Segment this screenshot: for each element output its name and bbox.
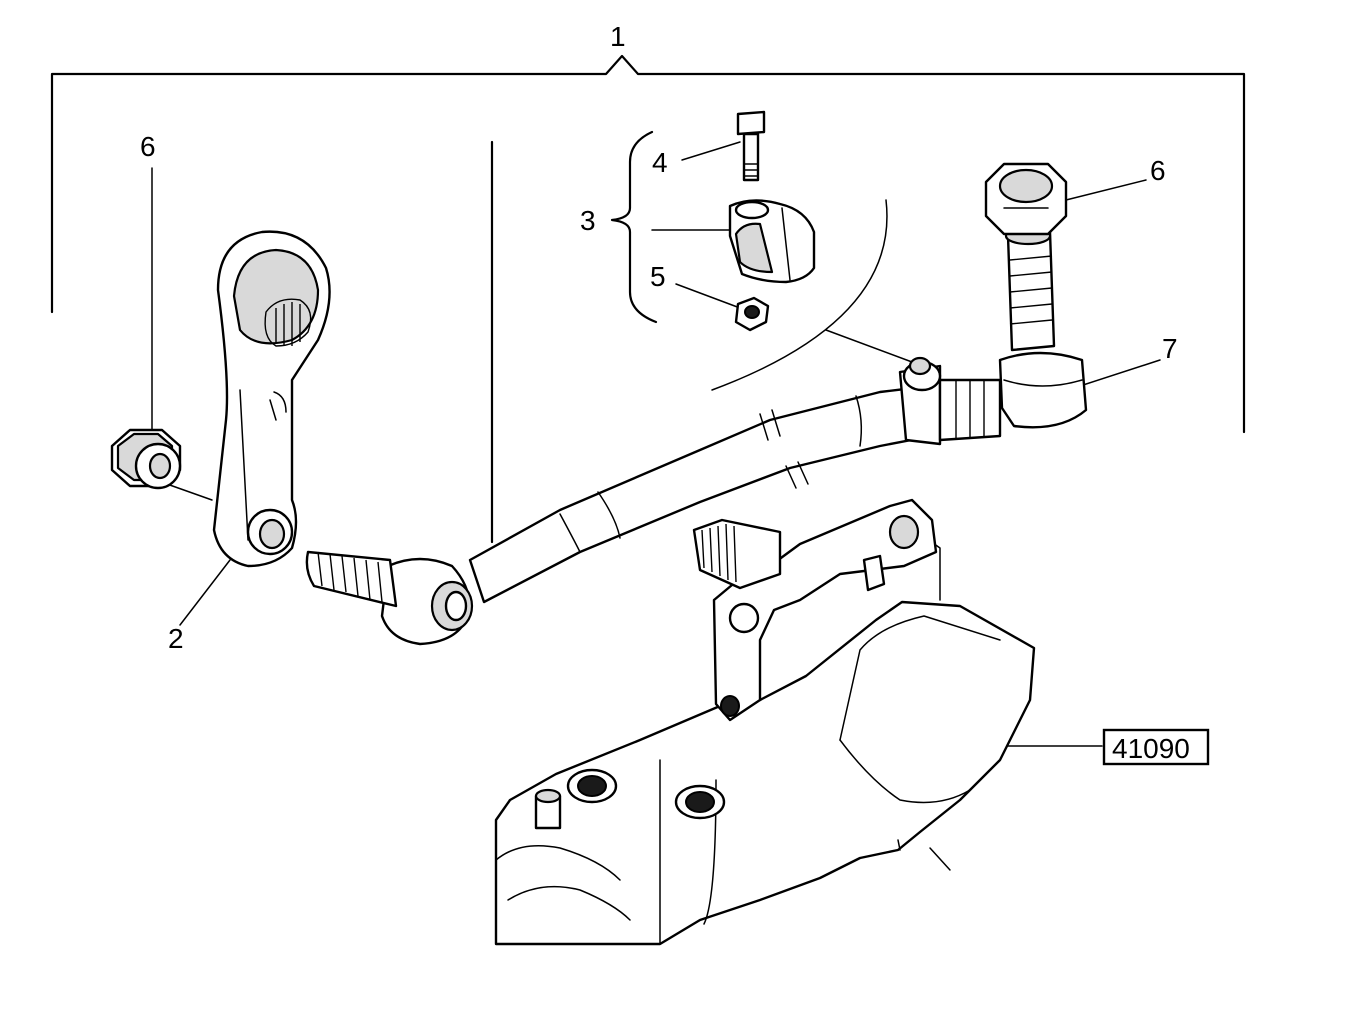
callout-pitman-arm: 2 bbox=[168, 623, 184, 654]
detail-arc bbox=[711, 199, 888, 391]
callout-assembly: 1 bbox=[610, 21, 626, 52]
pitman-arm bbox=[212, 230, 331, 568]
bolt bbox=[736, 110, 766, 182]
callout-clamp-group: 3 bbox=[580, 205, 596, 236]
steering-gear-box bbox=[494, 498, 1036, 946]
callout-nut-right: 6 bbox=[1150, 155, 1166, 186]
callouts: 1 6 4 3 5 6 7 2 bbox=[140, 21, 1178, 654]
leader-lines bbox=[149, 141, 1161, 747]
clamp-group-brace bbox=[610, 130, 658, 324]
ball-stud-right bbox=[1004, 226, 1056, 352]
callout-bolt: 4 bbox=[652, 147, 668, 178]
reference-box: 41090 bbox=[1102, 728, 1210, 766]
callout-nut-left: 6 bbox=[140, 131, 156, 162]
nut-small bbox=[734, 296, 770, 332]
hex-nut-left bbox=[110, 428, 182, 490]
drag-link-rod bbox=[305, 351, 1088, 646]
assembly-bracket bbox=[50, 54, 1246, 434]
callout-ball-joint: 7 bbox=[1162, 333, 1178, 364]
reference-box-label: 41090 bbox=[1112, 733, 1190, 764]
callout-nut-small: 5 bbox=[650, 261, 666, 292]
hex-nut-right bbox=[984, 162, 1068, 236]
clamp bbox=[728, 199, 816, 284]
